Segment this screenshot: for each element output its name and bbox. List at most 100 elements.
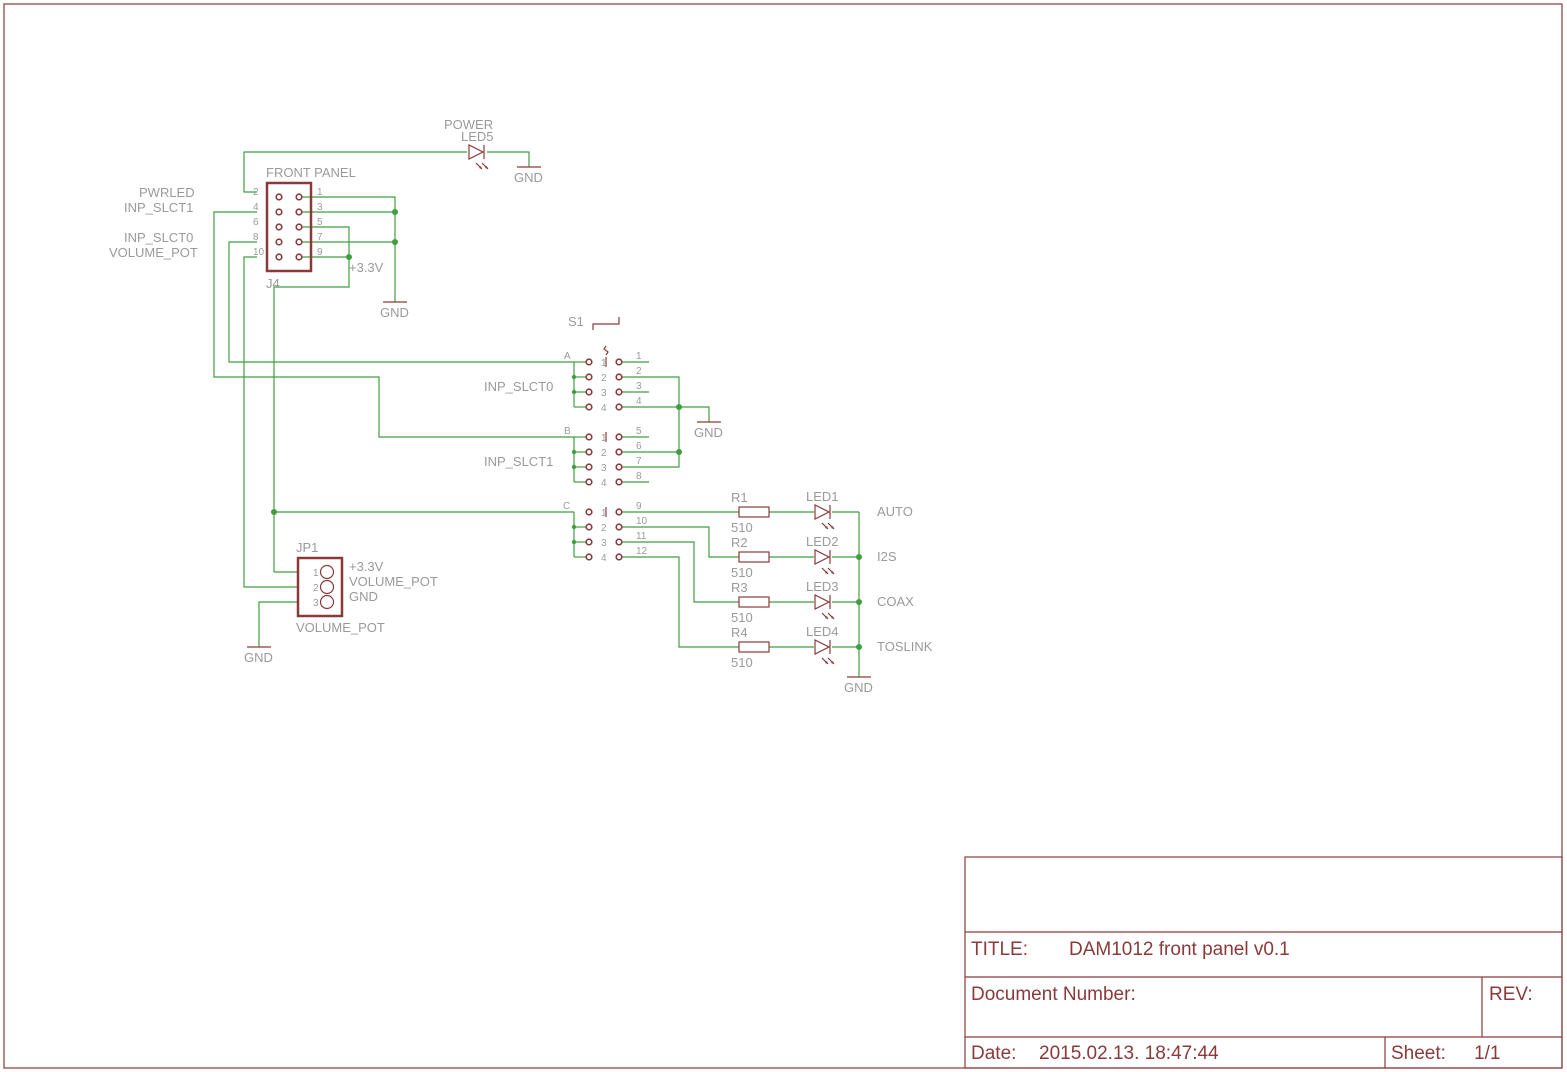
j4-pin-number-left: 2 [253,187,259,198]
jp1-pin3-net: GND [349,589,378,604]
switch-c-common-pin [585,553,593,561]
switch-a-position-number: 1 [601,358,607,369]
rev-label: REV: [1489,984,1533,1005]
title-block: TITLE: DAM1012 front panel v0.1 Document… [964,856,1563,1069]
led5-value-label: POWER [444,117,493,132]
jp1-connector [296,556,344,618]
switch-inp-slct1-label: INP_SLCT1 [484,454,553,469]
switch-b-output-number: 7 [636,456,642,467]
r1-label: R1 [731,490,748,505]
switch-b-output-pin [615,433,623,441]
j4-pin-number-left: 4 [253,202,259,213]
j4-pin-number-right: 9 [317,247,323,258]
j4-pin-number-right: 5 [317,217,323,228]
switch-a-output-number: 4 [636,396,642,407]
gnd-label-leds: GND [844,680,873,695]
net-label-3v3: +3.3V [349,260,384,275]
junctions [271,209,862,650]
jp1-value-label: VOLUME_POT [296,620,385,635]
gnd-label-jp1: GND [244,650,273,665]
coax-label: COAX [877,594,914,609]
toslink-label: TOSLINK [877,639,933,654]
switch-a-common-pin [585,388,593,396]
j4-pin-left [275,253,283,261]
sheet-value: 1/1 [1474,1043,1500,1064]
jp1-pin2-net: VOLUME_POT [349,574,438,589]
led3-symbol [814,594,835,620]
net-label-inp-slct1: INP_SLCT1 [124,200,193,215]
switch-c-output-pin [615,538,623,546]
switch-b-common-pin [585,448,593,456]
net-label-volume-pot: VOLUME_POT [109,245,198,260]
j4-pin-left [275,208,283,216]
switch-c-label: C [563,501,570,512]
led2-symbol [814,549,835,575]
gnd-label-switch: GND [694,425,723,440]
switch-a-output-pin [615,403,623,411]
switch-a-common-pin [585,403,593,411]
led5-symbol [468,144,489,170]
title-value: DAM1012 front panel v0.1 [1069,939,1290,960]
net-label-inp-slct0: INP_SLCT0 [124,230,193,245]
switch-b-position-number: 4 [601,478,607,489]
j4-connector: 2 1 4 3 6 5 8 7 10 9 [253,181,323,273]
date-value: 2015.02.13. 18:47:44 [1039,1043,1219,1064]
resistors [738,506,770,653]
indicator-leds [814,504,835,665]
r4-value: 510 [731,655,753,670]
r3-label: R3 [731,580,748,595]
switch-c-position-number: 3 [601,538,607,549]
switch-b-position-number: 2 [601,448,607,459]
jp1-pin-number: 2 [313,583,319,594]
switch-a-output-number: 2 [636,366,642,377]
r3-value: 510 [731,610,753,625]
led1-symbol [814,504,835,530]
switch-c-position-number: 1 [601,508,607,519]
switch-a-output-number: 1 [636,351,642,362]
switch-b-label: B [564,426,571,437]
switch-b-common-pin [585,463,593,471]
document-number-label: Document Number: [971,984,1136,1005]
gnd-symbols [247,166,871,678]
led5-name-label: LED5 [461,129,494,144]
switch-b-output-number: 6 [636,441,642,452]
r2-label: R2 [731,535,748,550]
switch-a-position-number: 4 [601,403,607,414]
r1-value: 510 [731,520,753,535]
jp1-name-label: JP1 [296,540,318,555]
gnd-label-j4: GND [380,305,409,320]
j4-name-label: J4 [266,276,280,291]
switch-b-common-pin [585,478,593,486]
jp1-pin-number: 1 [313,568,319,579]
r2-value: 510 [731,565,753,580]
auto-label: AUTO [877,504,913,519]
date-label: Date: [971,1043,1016,1064]
j4-pin-right [295,223,303,231]
j4-value-label: FRONT PANEL [266,165,356,180]
j4-pin-number-right: 7 [317,232,323,243]
j4-pin-right [295,253,303,261]
drawing-frame [3,3,1563,1069]
switch-b-output-number: 8 [636,471,642,482]
net-label-pwrled: PWRLED [139,185,195,200]
switch-c-output-number: 11 [636,531,647,542]
j4-pin-number-right: 3 [317,202,323,213]
j4-pin-number-right: 1 [317,187,323,198]
j4-pin-number-left: 10 [253,247,265,258]
j4-pin-right [295,208,303,216]
switch-b-output-pin [615,463,623,471]
switch-c-position-number: 2 [601,523,607,534]
j4-pin-number-left: 6 [253,217,259,228]
led1-label: LED1 [806,489,839,504]
switch-b-position-number: 3 [601,463,607,474]
j4-pin-right [295,193,303,201]
s1-name-label: S1 [568,314,584,329]
switch-c-position-number: 4 [601,553,607,564]
switch-a-common-pin [585,373,593,381]
led4-symbol [814,639,835,665]
j4-pin-number-left: 8 [253,232,259,243]
jp1-pin-number: 3 [313,598,319,609]
switch-a-position-number: 2 [601,373,607,384]
